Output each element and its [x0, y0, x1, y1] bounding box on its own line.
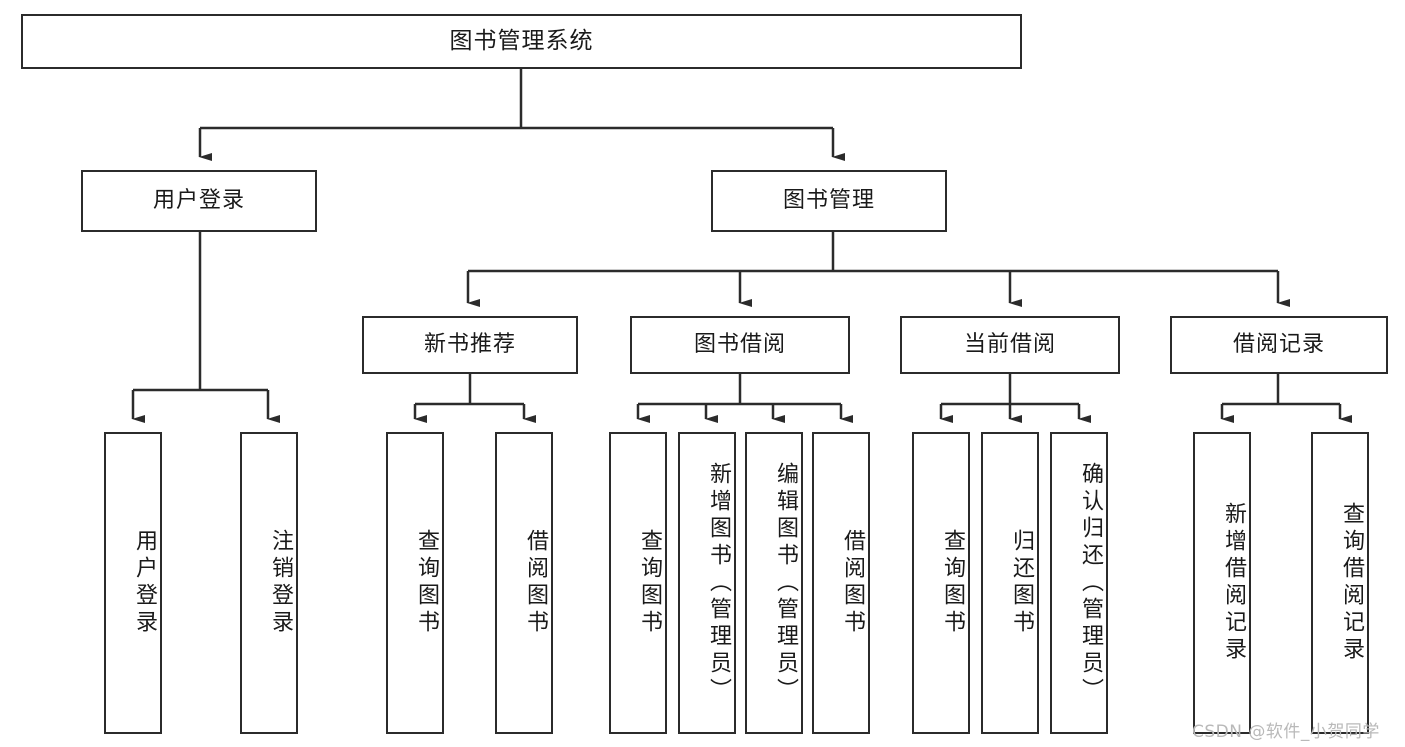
leaf-new-book-query-book[interactable]: 查询图书 — [386, 432, 444, 734]
leaf-user-login-login[interactable]: 用户登录 — [104, 432, 162, 734]
node-label: 借阅图书 — [840, 529, 865, 637]
node-label: 注销登录 — [268, 529, 293, 637]
node-book-borrow[interactable]: 图书借阅 — [630, 316, 850, 374]
node-label: 查询图书 — [940, 529, 965, 637]
node-label: 图书管理 — [782, 187, 875, 213]
leaf-book-borrow-add-book-admin[interactable]: 新增图书（管理员） — [678, 432, 736, 734]
node-new-book-recommend[interactable]: 新书推荐 — [362, 316, 578, 374]
node-root-book-management-system[interactable]: 图书管理系统 — [21, 14, 1022, 69]
leaf-current-borrow-confirm-return-admin[interactable]: 确认归还（管理员） — [1050, 432, 1108, 734]
node-label: 图书管理系统 — [449, 27, 594, 54]
leaf-current-borrow-return-book[interactable]: 归还图书 — [981, 432, 1039, 734]
node-label: 新书推荐 — [423, 331, 516, 357]
leaf-book-borrow-query-book[interactable]: 查询图书 — [609, 432, 667, 734]
node-borrow-record[interactable]: 借阅记录 — [1170, 316, 1388, 374]
node-label: 查询图书 — [414, 529, 439, 637]
leaf-borrow-record-add-record[interactable]: 新增借阅记录 — [1193, 432, 1251, 734]
node-label: 查询图书 — [637, 529, 662, 637]
node-label: 新增图书（管理员） — [706, 461, 731, 705]
leaf-new-book-borrow-book[interactable]: 借阅图书 — [495, 432, 553, 734]
node-current-borrow[interactable]: 当前借阅 — [900, 316, 1120, 374]
csdn-watermark: CSDN @软件_小贺同学 — [1192, 722, 1380, 742]
leaf-book-borrow-edit-book-admin[interactable]: 编辑图书（管理员） — [745, 432, 803, 734]
leaf-current-borrow-query-book[interactable]: 查询图书 — [912, 432, 970, 734]
node-label: 新增借阅记录 — [1221, 502, 1246, 664]
node-label: 借阅记录 — [1232, 331, 1325, 357]
leaf-borrow-record-query-record[interactable]: 查询借阅记录 — [1311, 432, 1369, 734]
node-label: 用户登录 — [152, 187, 245, 213]
node-label: 编辑图书（管理员） — [773, 461, 798, 705]
node-label: 确认归还（管理员） — [1078, 461, 1103, 705]
node-label: 归还图书 — [1009, 529, 1034, 637]
node-label: 用户登录 — [132, 529, 157, 637]
node-label: 图书借阅 — [693, 331, 786, 357]
node-label: 当前借阅 — [963, 331, 1056, 357]
node-label: 借阅图书 — [523, 529, 548, 637]
node-book-management[interactable]: 图书管理 — [711, 170, 947, 232]
leaf-user-login-logout[interactable]: 注销登录 — [240, 432, 298, 734]
node-label: 查询借阅记录 — [1339, 502, 1364, 664]
leaf-book-borrow-borrow-book[interactable]: 借阅图书 — [812, 432, 870, 734]
node-user-login[interactable]: 用户登录 — [81, 170, 317, 232]
